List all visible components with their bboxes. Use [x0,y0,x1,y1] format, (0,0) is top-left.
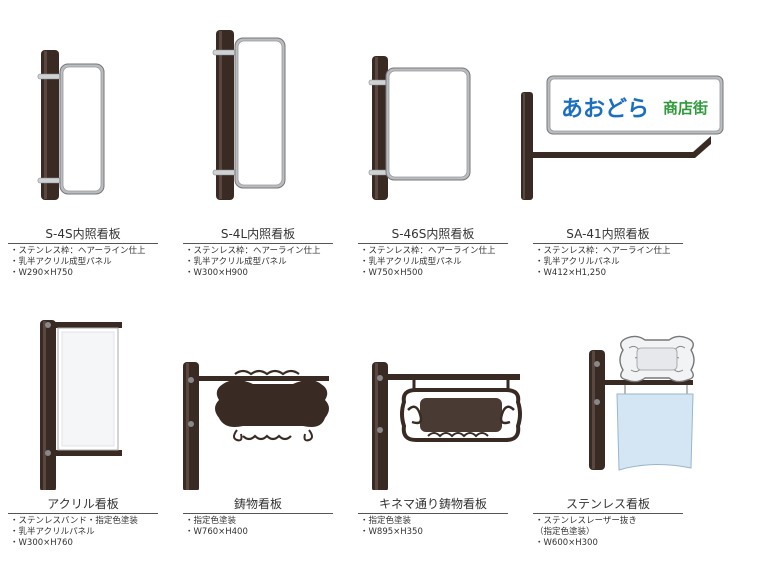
spec-item: ・ステンレス枠：ヘアーライン仕上 [360,246,496,256]
spec-item: ・W300×H760 [10,538,73,548]
spec-list: ・ステンレス枠：ヘアーライン仕上 ・乳半アクリル成型パネル ・W750×H500 [360,246,528,279]
spec-item: ・ステンレスバンド・指定色塗装 [10,516,138,526]
sa41-sign-illustration: あおどら 商店街 [521,75,724,200]
kinema-sign-illustration [372,362,522,490]
spec-list: ・ステンレスバンド・指定色塗装 ・乳半アクリルパネル ・W300×H760 [10,516,178,549]
spec-item: （指定色塗装） [535,527,595,537]
spec-list: ・指定色塗装 ・W895×H350 [360,516,528,538]
spec-item: ・乳半アクリル成型パネル [10,257,112,267]
sa41-sign-sub-text: 商店街 [663,99,708,117]
spec-item: ・乳半アクリル成型パネル [185,257,287,267]
spec-item: ・W895×H350 [360,527,423,537]
spec-item: ・乳半アクリルパネル [10,527,95,537]
spec-item: ・ステンレス枠：ヘアーライン仕上 [185,246,321,256]
product-card-acrylic: アクリル看板 ・ステンレスバンド・指定色塗装 ・乳半アクリルパネル ・W300×… [8,290,178,560]
spec-item: ・W290×H750 [10,268,73,278]
spec-item: ・乳半アクリルパネル [535,257,620,267]
product-card-kinema: キネマ通り鋳物看板 ・指定色塗装 ・W895×H350 [358,290,528,560]
spec-item: ・指定色塗装 [360,516,412,526]
spec-item: ・乳半アクリル成型パネル [360,257,462,267]
spec-item: ・W750×H500 [360,268,423,278]
product-card-sa41: あおどら 商店街 SA-41内照看板 ・ステンレス枠：ヘアーライン仕上 ・乳半ア… [521,20,773,290]
spec-list: ・ステンレスレーザー抜き （指定色塗装） ・W600×H300 [535,516,703,549]
casting-sign-illustration [183,362,329,490]
s4s-sign-illustration [37,50,105,200]
spec-item: ・W760×H400 [185,527,248,537]
s46s-sign-illustration [368,56,471,200]
product-title: アクリル看板 [8,497,158,514]
product-card-s4s: S-4S内照看板 ・ステンレス枠：ヘアーライン仕上 ・乳半アクリル成型パネル ・… [8,20,178,290]
product-title: 鋳物看板 [183,497,333,514]
product-title: SA-41内照看板 [533,227,683,244]
spec-list: ・指定色塗装 ・W760×H400 [185,516,353,538]
spec-item: ・W600×H300 [535,538,598,548]
product-card-casting: 鋳物看板 ・指定色塗装 ・W760×H400 [183,290,353,560]
product-card-s4l: S-4L内照看板 ・ステンレス枠：ヘアーライン仕上 ・乳半アクリル成型パネル ・… [183,20,353,290]
product-title: S-4S内照看板 [8,227,158,244]
stainless-sign-illustration [589,335,695,471]
acrylic-sign-illustration [40,320,122,490]
product-card-s46s: S-46S内照看板 ・ステンレス枠：ヘアーライン仕上 ・乳半アクリル成型パネル … [358,20,528,290]
sa41-sign-main-text: あおどら [561,97,649,122]
spec-item: ・指定色塗装 [185,516,237,526]
product-title: S-4L内照看板 [183,227,333,244]
product-title: S-46S内照看板 [358,227,508,244]
product-card-stainless: ステンレス看板 ・ステンレスレーザー抜き （指定色塗装） ・W600×H300 [533,290,703,560]
spec-list: ・ステンレス枠：ヘアーライン仕上 ・乳半アクリル成型パネル ・W290×H750 [10,246,178,279]
spec-item: ・W300×H900 [185,268,248,278]
product-title: ステンレス看板 [533,497,683,514]
s4l-sign-illustration [212,30,286,200]
spec-item: ・ステンレス枠：ヘアーライン仕上 [535,246,671,256]
spec-item: ・W412×H1,250 [535,268,606,278]
spec-item: ・ステンレス枠：ヘアーライン仕上 [10,246,146,256]
spec-item: ・ステンレスレーザー抜き [535,516,637,526]
spec-list: ・ステンレス枠：ヘアーライン仕上 ・乳半アクリルパネル ・W412×H1,250 [535,246,703,279]
product-title: キネマ通り鋳物看板 [358,497,508,514]
spec-list: ・ステンレス枠：ヘアーライン仕上 ・乳半アクリル成型パネル ・W300×H900 [185,246,353,279]
